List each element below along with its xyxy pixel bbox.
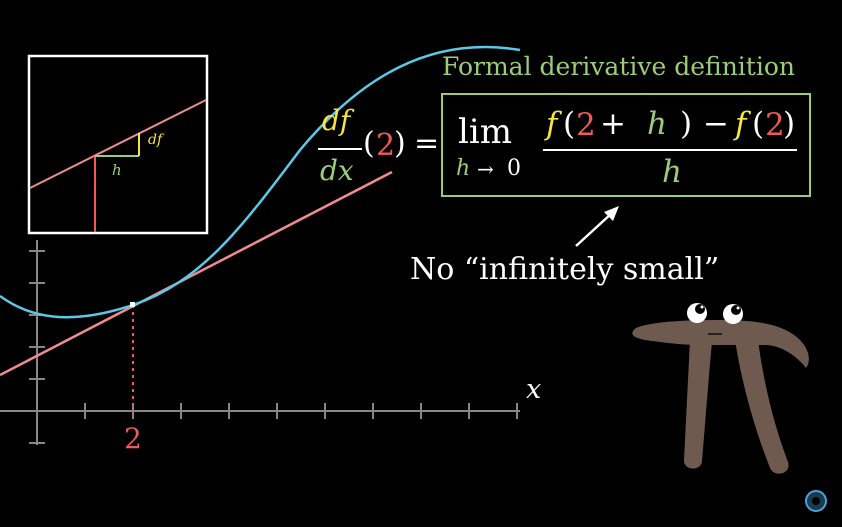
zoom-inset xyxy=(27,54,209,235)
x-axis-label: x xyxy=(526,374,542,405)
num-plus: + xyxy=(600,106,626,142)
num-paren2-open: ( xyxy=(752,106,765,142)
tangent-line xyxy=(0,170,393,377)
num-two2: 2 xyxy=(765,107,785,143)
pi-right-pupil xyxy=(731,305,741,315)
function-curve xyxy=(0,45,521,319)
caption: Formal derivative definition xyxy=(442,52,795,81)
inset-h-label: h xyxy=(112,161,122,179)
tangent-point xyxy=(130,302,135,307)
lhs-argument: 2 xyxy=(376,128,396,163)
num-paren1-close: ) xyxy=(680,106,693,142)
pi-right-leg xyxy=(735,340,789,474)
inset-df-label: df xyxy=(148,132,163,148)
num-f2: f xyxy=(735,106,747,142)
pointer-arrow xyxy=(575,206,619,247)
inset-tangent xyxy=(29,99,207,189)
num-minus: − xyxy=(703,106,729,142)
limit-sub-target: 0 xyxy=(507,156,521,181)
pi-creature xyxy=(632,303,809,474)
limit-sub-arrow: → xyxy=(477,157,494,181)
lhs-close-paren: ) xyxy=(394,126,406,161)
fraction-bar xyxy=(543,149,797,151)
x-tick-label-2: 2 xyxy=(124,422,142,455)
limit-sub-var: h xyxy=(456,156,471,181)
formula-box xyxy=(441,93,811,197)
num-h: h xyxy=(647,106,667,142)
num-f1: f xyxy=(546,106,558,142)
channel-logo xyxy=(805,490,827,512)
fraction-denominator: h xyxy=(662,154,682,190)
annotation-text: No “infinitely small” xyxy=(410,252,720,287)
lhs-fraction-bar xyxy=(318,148,362,150)
lhs-equals: = xyxy=(414,126,440,161)
limit-word: lim xyxy=(458,112,512,152)
num-two1: 2 xyxy=(576,107,596,143)
num-paren1-open: ( xyxy=(563,106,576,142)
pi-left-pupil xyxy=(695,304,705,314)
lhs-numerator: df xyxy=(322,104,351,137)
pi-top-bar xyxy=(632,320,809,368)
axes xyxy=(0,240,520,445)
num-paren2-close: ) xyxy=(783,106,796,142)
lhs-denominator: dx xyxy=(320,154,354,187)
y-ticks xyxy=(29,250,45,444)
lhs-open-paren: ( xyxy=(363,126,375,161)
pi-left-leg xyxy=(683,340,712,469)
